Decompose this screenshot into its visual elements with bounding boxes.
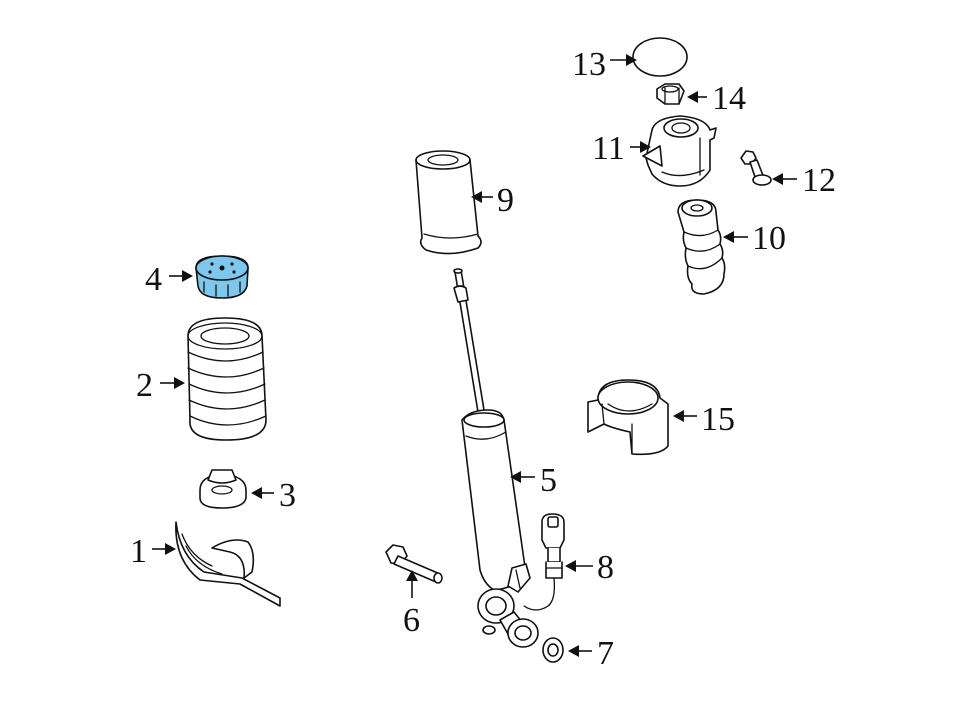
callout-8: 8: [565, 549, 614, 586]
callout-2: 2: [136, 367, 185, 404]
callout-3: 3: [251, 477, 296, 514]
part-8-sensor[interactable]: [523, 513, 565, 611]
part-7-washer[interactable]: [542, 637, 564, 663]
part-9-dust-boot[interactable]: [415, 150, 482, 255]
callout-12-label: 12: [802, 162, 836, 199]
part-6-bolt[interactable]: [385, 544, 443, 584]
callout-13: 13: [572, 46, 637, 83]
callout-9: 9: [471, 182, 514, 219]
part-13-cap[interactable]: [632, 37, 688, 77]
callout-9-label: 9: [497, 182, 514, 219]
callout-1: 1: [130, 533, 176, 570]
callout-11: 11: [592, 130, 651, 167]
part-10-bump-stop[interactable]: [677, 199, 726, 295]
part-4-spring-seat[interactable]: [195, 255, 249, 299]
callout-15: 15: [673, 401, 735, 438]
callout-12: 12: [772, 162, 836, 199]
callout-6: 6: [403, 570, 420, 639]
callout-4-label: 4: [145, 261, 162, 298]
callout-10: 10: [723, 220, 786, 257]
part-11-upper-mount[interactable]: [642, 115, 717, 187]
part-14-nut[interactable]: [656, 83, 685, 105]
callout-1-label: 1: [130, 533, 147, 570]
callout-7: 7: [568, 635, 614, 672]
part-2-coil-spring[interactable]: [187, 317, 267, 441]
part-12-bolt[interactable]: [740, 150, 772, 186]
callout-4: 4: [145, 261, 193, 298]
callout-5-label: 5: [540, 462, 557, 499]
callout-6-label: 6: [403, 602, 420, 639]
callout-11-label: 11: [592, 130, 625, 167]
callout-2-label: 2: [136, 367, 153, 404]
part-5-shock-absorber[interactable]: [453, 268, 539, 648]
callout-7-label: 7: [597, 635, 614, 672]
callout-13-label: 13: [572, 46, 606, 83]
callout-8-label: 8: [597, 549, 614, 586]
part-15-insulator[interactable]: [587, 379, 669, 456]
part-3-lower-isolator[interactable]: [199, 469, 247, 509]
callout-14-label: 14: [712, 80, 746, 117]
callout-3-label: 3: [279, 477, 296, 514]
part-1-heat-shield[interactable]: [175, 521, 281, 607]
callout-14: 14: [687, 80, 746, 117]
callout-5: 5: [510, 462, 557, 499]
callout-10-label: 10: [752, 220, 786, 257]
callout-15-label: 15: [701, 401, 735, 438]
